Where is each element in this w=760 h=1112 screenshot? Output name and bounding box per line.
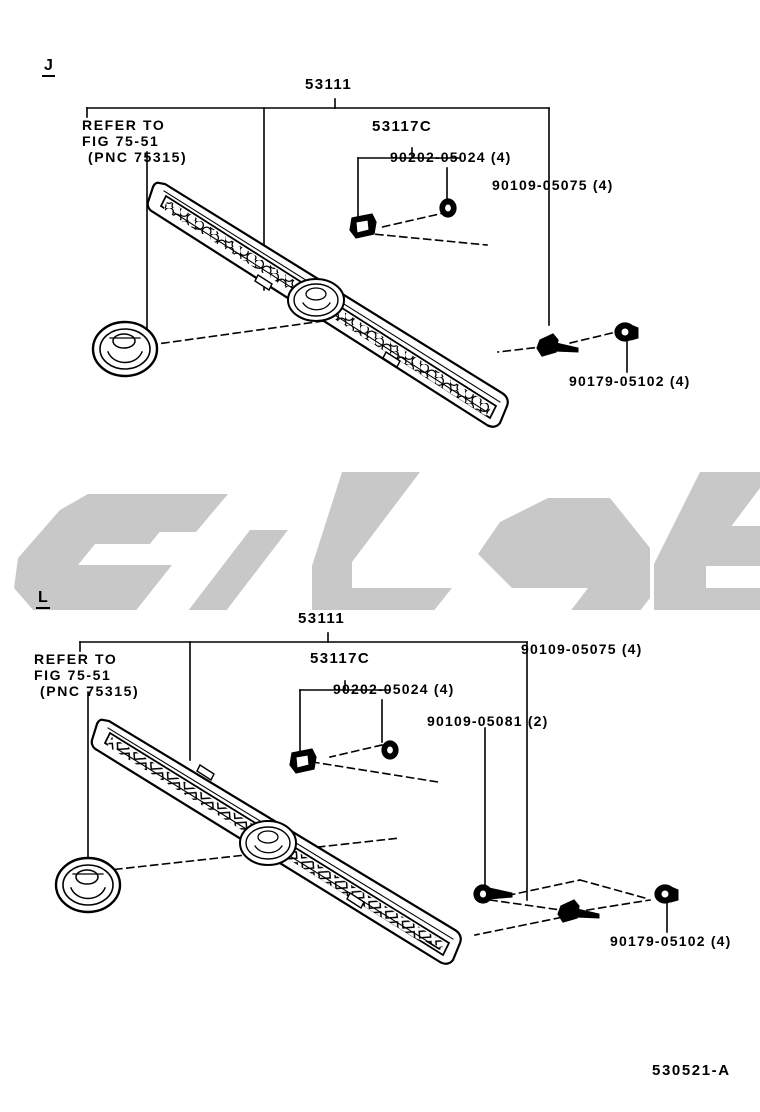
label-screw-lower-l: 90109-05081 (2) [427,713,549,729]
label-screw-upper-l: 90109-05075 (4) [521,641,643,657]
label-refer-fig-l: FIG 75-51 [34,667,112,683]
label-refer-to-l: REFER TO [34,651,118,667]
label-refer-pnc-l: (PNC 75315) [40,683,140,699]
label-grille-assy-j: 53111 [305,76,353,93]
section-mark-j: J [42,58,55,77]
section-mark-l: L [36,590,50,609]
label-refer-to-j: REFER TO [82,117,166,133]
label-clip-j: 90202-05024 (4) [390,149,512,165]
label-screw-upper-j: 90109-05075 (4) [492,177,614,193]
label-nut-j: 90179-05102 (4) [569,373,691,389]
label-refer-fig-j: FIG 75-51 [82,133,160,149]
label-clip-l: 90202-05024 (4) [333,681,455,697]
watermark [0,470,760,688]
label-nut-l: 90179-05102 (4) [610,933,732,949]
label-retainer-l: 53117C [310,650,371,667]
label-refer-pnc-j: (PNC 75315) [88,149,188,165]
label-grille-assy-l: 53111 [298,610,346,627]
figure-number: 530521-A [652,1062,731,1079]
label-retainer-j: 53117C [372,118,433,135]
